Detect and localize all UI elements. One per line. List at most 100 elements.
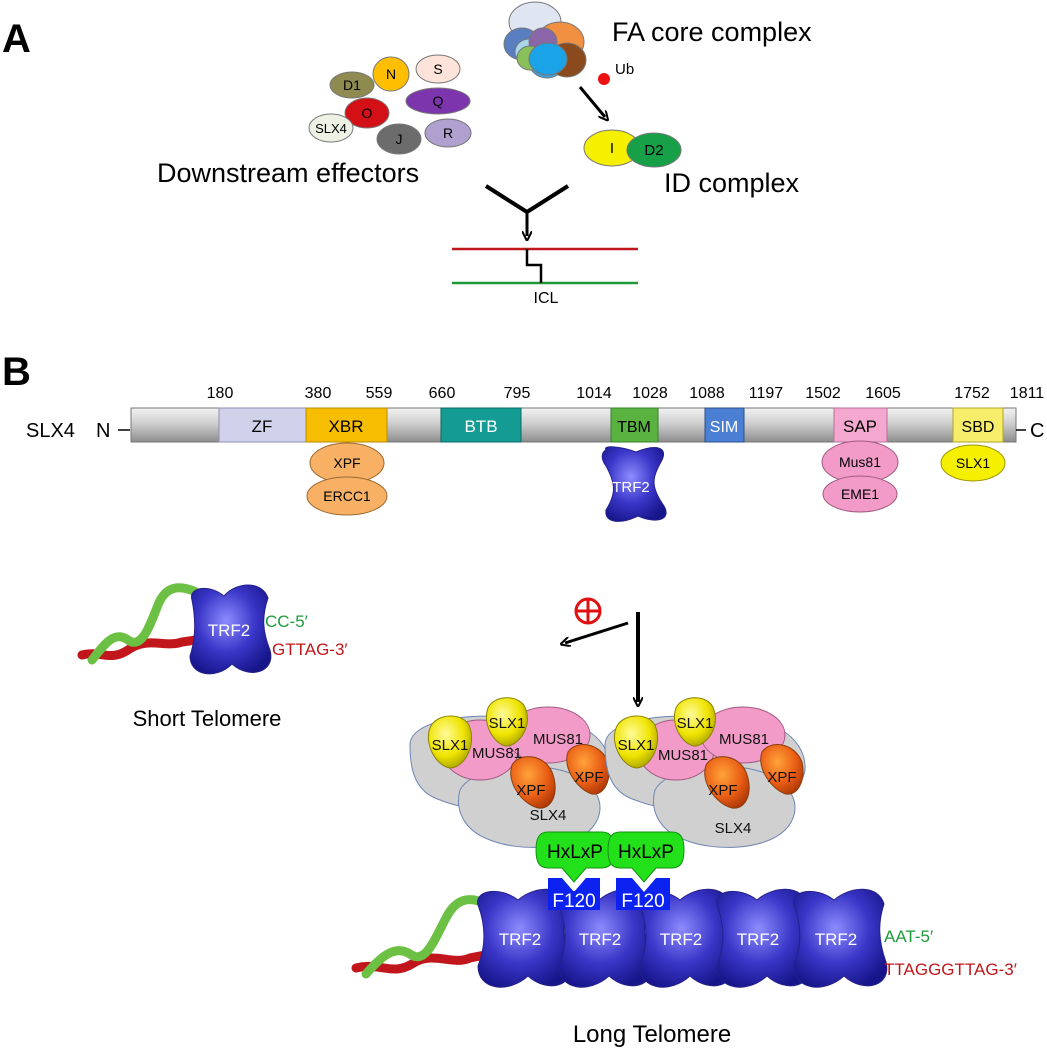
long-trf2-label-4: TRF2 — [737, 930, 780, 949]
complex-left-slx1-a: SLX1 — [432, 737, 469, 754]
pos-1088: 1088 — [689, 385, 725, 402]
protein-n-label: N — [386, 66, 396, 82]
c-terminus-label: C — [1030, 420, 1044, 442]
ubiquitin-dot — [598, 73, 610, 85]
pos-559: 559 — [366, 385, 393, 402]
pos-1811: 1811 — [1010, 385, 1045, 402]
icl-crosslink — [525, 249, 543, 283]
domain-sap-label: SAP — [843, 417, 877, 436]
complex-left-xpf-b: XPF — [574, 769, 603, 786]
protein-i-label: I — [610, 140, 614, 157]
n-terminus-label: N — [96, 420, 110, 442]
slx4-complex-right — [604, 697, 806, 848]
long-trf2-label-3: TRF2 — [660, 930, 703, 949]
short-telomere-green-strand: CC-5′ — [265, 612, 308, 631]
slx4-protein-label: SLX4 — [26, 420, 75, 442]
domain-tbm — [610, 407, 659, 443]
protein-q-label: Q — [433, 93, 444, 109]
protein-d2 — [626, 132, 682, 168]
protein-j-label: J — [396, 131, 403, 147]
domain-xbr-label: XBR — [329, 417, 364, 436]
hxlxp-label-right: HxLxP — [618, 842, 674, 863]
domain-sbd-label: SBD — [962, 419, 995, 436]
id-complex-label: ID complex — [664, 168, 800, 198]
f120-box-left — [548, 878, 600, 910]
short-telomere-dna — [77, 583, 201, 665]
domain-zf — [218, 407, 307, 443]
binder-xpf-label: XPF — [333, 455, 360, 471]
complex-right-slx4: SLX4 — [715, 820, 752, 837]
binder-eme1-label: EME1 — [841, 486, 879, 502]
binder-eme1 — [822, 475, 898, 513]
long-telomere-green-strand: AAT-5′ — [884, 927, 933, 946]
short-telomere-red-strand: GTTAG-3′ — [272, 640, 348, 659]
protein-slx4-label: SLX4 — [315, 121, 347, 136]
binder-slx1-label: SLX1 — [956, 455, 990, 471]
protein-r-label: R — [443, 125, 453, 141]
domain-tbm-label: TBM — [617, 419, 651, 436]
complex-left-slx4: SLX4 — [530, 807, 567, 824]
binder-slx1 — [940, 444, 1006, 482]
pos-180: 180 — [207, 385, 234, 402]
long-trf2-label-2: TRF2 — [579, 930, 622, 949]
long-trf2-label-1: TRF2 — [499, 930, 542, 949]
pos-1014: 1014 — [576, 385, 612, 402]
complex-right-mus81-b: MUS81 — [719, 731, 769, 748]
complex-right-slx1-b: SLX1 — [677, 715, 714, 732]
downstream-effectors — [308, 54, 472, 155]
domain-btb-label: BTB — [464, 417, 497, 436]
protein-o-label: O — [362, 105, 373, 121]
domain-btb — [440, 407, 522, 443]
pos-380: 380 — [305, 385, 332, 402]
plus-indicator — [574, 597, 602, 625]
domain-sap — [833, 407, 888, 443]
pos-1197: 1197 — [749, 385, 784, 402]
fa-core-label: FA core complex — [612, 17, 812, 47]
complex-left-mus81-b: MUS81 — [533, 731, 583, 748]
panel-b-label: B — [2, 350, 31, 394]
protein-d1-label: D1 — [343, 77, 361, 93]
binder-mus81-label: Mus81 — [839, 454, 881, 470]
protein-d2-label: D2 — [644, 142, 663, 159]
effectors-label: Downstream effectors — [157, 158, 419, 188]
pos-1752: 1752 — [954, 385, 990, 402]
long-telomere-dna — [351, 895, 495, 979]
domain-sim-label: SIM — [710, 419, 738, 436]
pos-1605: 1605 — [865, 385, 901, 402]
hxlxp-label-left: HxLxP — [547, 842, 603, 863]
f120-label-right: F120 — [621, 891, 664, 912]
icl-label: ICL — [534, 290, 559, 307]
panel-a-label: A — [2, 17, 31, 61]
complex-left-mus81-a: MUS81 — [472, 745, 522, 762]
slx4-complex-left — [409, 697, 611, 848]
complex-right-mus81-a: MUS81 — [658, 747, 708, 764]
binder-ercc1 — [306, 476, 388, 516]
f120-label-left: F120 — [552, 891, 595, 912]
complex-left-slx1-b: SLX1 — [489, 715, 526, 732]
short-telomere-title: Short Telomere — [133, 706, 282, 731]
binder-trf2 — [601, 446, 667, 522]
domain-sim — [704, 407, 745, 443]
long-trf2-label-5: TRF2 — [815, 930, 858, 949]
short-telomere-trf2-label: TRF2 — [208, 621, 251, 640]
hxlxp-motif-right — [607, 831, 685, 883]
pos-1028: 1028 — [632, 385, 668, 402]
binder-ercc1-label: ERCC1 — [323, 488, 371, 504]
complex-right-xpf-b: XPF — [767, 769, 796, 786]
fa-core-complex — [503, 1, 587, 79]
trf2-chain — [477, 888, 888, 988]
converging-arrow — [484, 184, 570, 215]
domain-zf-label: ZF — [252, 417, 273, 436]
protein-s-label: S — [433, 61, 442, 77]
complex-right-xpf-a: XPF — [708, 782, 737, 799]
complex-right-slx1-a: SLX1 — [618, 737, 655, 754]
fa-to-id-arrow — [578, 86, 605, 117]
short-telomere-trf2 — [189, 584, 272, 675]
pos-1502: 1502 — [805, 385, 841, 402]
complex-left-xpf-a: XPF — [516, 782, 545, 799]
ub-label: Ub — [615, 61, 634, 78]
long-telomere-red-strand: TTAGGGTTAG-3′ — [884, 960, 1017, 979]
long-telomere-title: Long Telomere — [573, 1021, 731, 1048]
